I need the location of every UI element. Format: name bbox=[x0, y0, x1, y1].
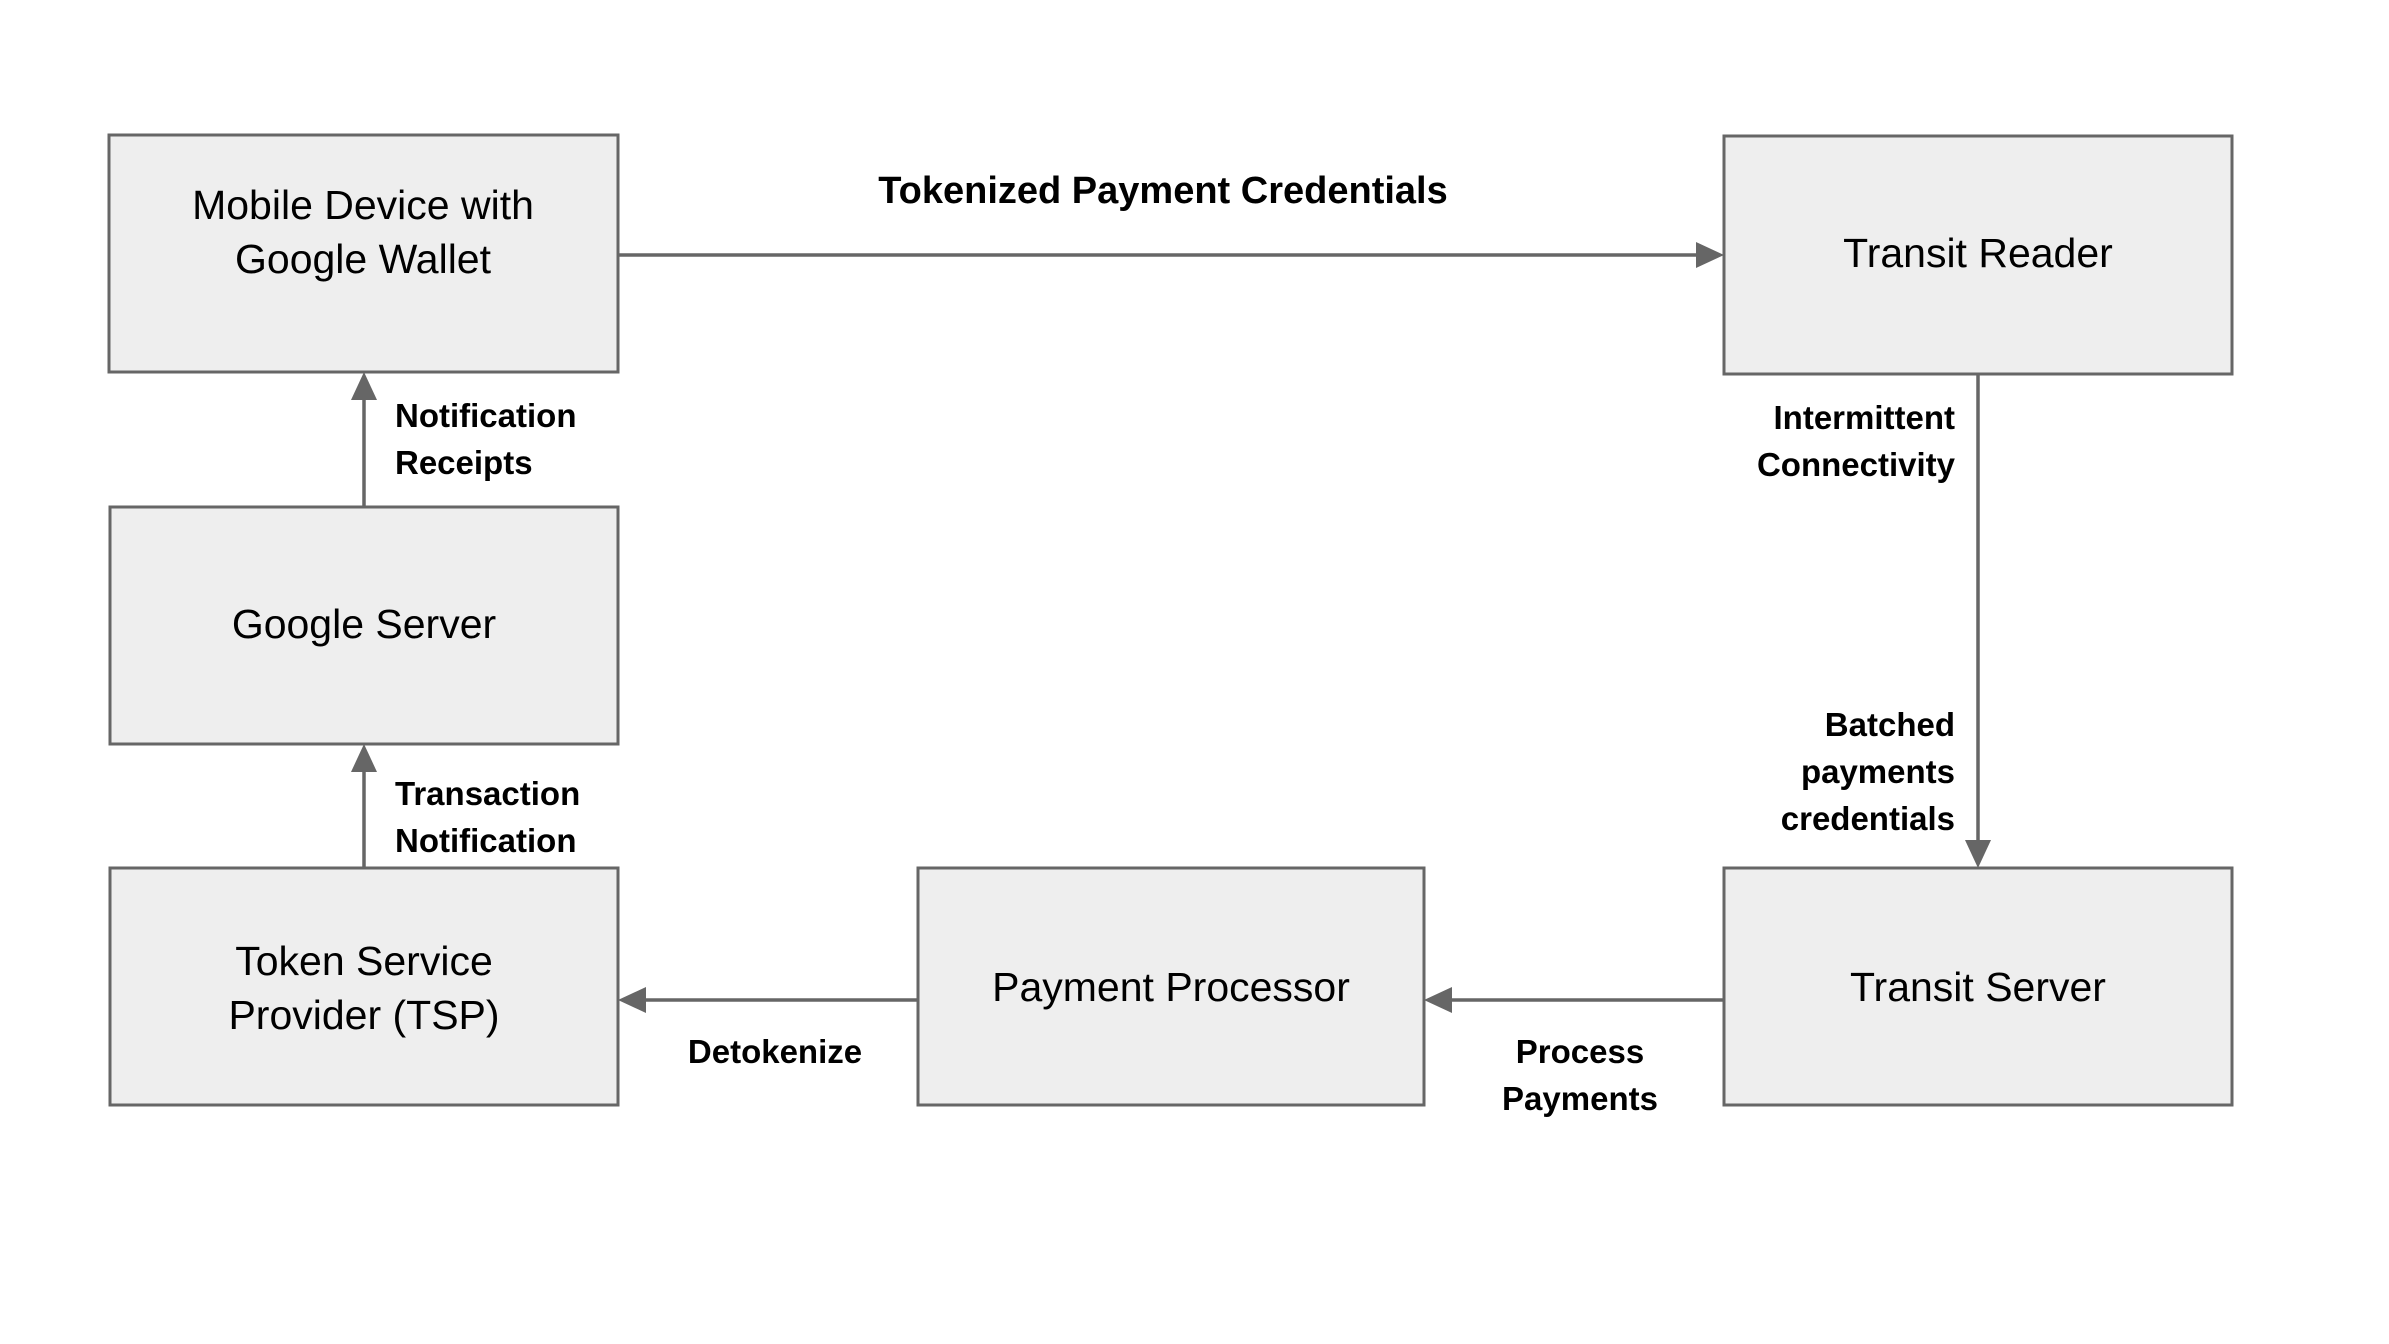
arrowhead-transaction-notification bbox=[351, 744, 377, 772]
edge-transit-reader-to-transit-server: Intermittent Connectivity Batched paymen… bbox=[1757, 374, 1991, 868]
node-rect-transit-server[interactable] bbox=[1722, 866, 2234, 1107]
node-label-transit-reader: Transit Reader bbox=[1843, 230, 2113, 276]
edge-label-process-payments-line2: Payments bbox=[1502, 1080, 1658, 1117]
edge-label-intermittent-connectivity-line2: Connectivity bbox=[1757, 446, 1956, 483]
node-rect-token-service-provider[interactable] bbox=[108, 866, 620, 1107]
node-label-token-service-provider-line1: Token Service bbox=[235, 938, 493, 984]
edge-label-transaction-notification-line1: Transaction bbox=[395, 775, 580, 812]
edge-label-batched-payments-credentials-line3: credentials bbox=[1781, 800, 1955, 837]
node-mobile-device[interactable]: Mobile Device with Google Wallet bbox=[107, 133, 620, 374]
edge-process-payments: Process Payments bbox=[1424, 987, 1724, 1117]
edge-label-detokenize: Detokenize bbox=[688, 1033, 862, 1070]
node-label-payment-processor: Payment Processor bbox=[992, 964, 1350, 1010]
edge-label-intermittent-connectivity-line1: Intermittent bbox=[1774, 399, 1956, 436]
node-transit-server[interactable]: Transit Server bbox=[1722, 866, 2234, 1107]
node-label-transit-server: Transit Server bbox=[1850, 964, 2106, 1010]
edge-label-batched-payments-credentials-line2: payments bbox=[1801, 753, 1955, 790]
arrowhead-notification-receipts bbox=[351, 372, 377, 400]
node-label-google-server: Google Server bbox=[232, 601, 496, 647]
edge-detokenize: Detokenize bbox=[618, 987, 918, 1070]
edge-label-notification-receipts-line2: Receipts bbox=[395, 444, 533, 481]
edge-notification-receipts: Notification Receipts bbox=[351, 372, 576, 507]
node-label-mobile-device-line1: Mobile Device with bbox=[192, 182, 534, 228]
edge-label-process-payments-line1: Process bbox=[1516, 1033, 1644, 1070]
node-rect-transit-reader[interactable] bbox=[1722, 134, 2234, 376]
arrowhead-transit-reader-to-transit-server bbox=[1965, 840, 1991, 868]
arrowhead-tokenized-payment-credentials bbox=[1696, 242, 1724, 268]
edge-label-batched-payments-credentials-line1: Batched bbox=[1825, 706, 1955, 743]
node-rect-google-server[interactable] bbox=[108, 505, 620, 746]
edge-label-tokenized-payment-credentials: Tokenized Payment Credentials bbox=[878, 170, 1447, 212]
node-rect-payment-processor[interactable] bbox=[916, 866, 1426, 1107]
arrowhead-detokenize bbox=[618, 987, 646, 1013]
node-transit-reader[interactable]: Transit Reader bbox=[1722, 134, 2234, 376]
edge-tokenized-payment-credentials: Tokenized Payment Credentials bbox=[618, 170, 1724, 268]
edge-transaction-notification: Transaction Notification bbox=[351, 744, 580, 868]
node-google-server[interactable]: Google Server bbox=[108, 505, 620, 746]
edge-label-transaction-notification-line2: Notification bbox=[395, 822, 576, 859]
node-label-token-service-provider-line2: Provider (TSP) bbox=[228, 992, 499, 1038]
node-rect-mobile-device[interactable] bbox=[107, 133, 620, 374]
arrowhead-process-payments bbox=[1424, 987, 1452, 1013]
node-token-service-provider[interactable]: Token Service Provider (TSP) bbox=[108, 866, 620, 1107]
node-payment-processor[interactable]: Payment Processor bbox=[916, 866, 1426, 1107]
edge-label-notification-receipts-line1: Notification bbox=[395, 397, 576, 434]
node-label-mobile-device-line2: Google Wallet bbox=[235, 236, 492, 282]
